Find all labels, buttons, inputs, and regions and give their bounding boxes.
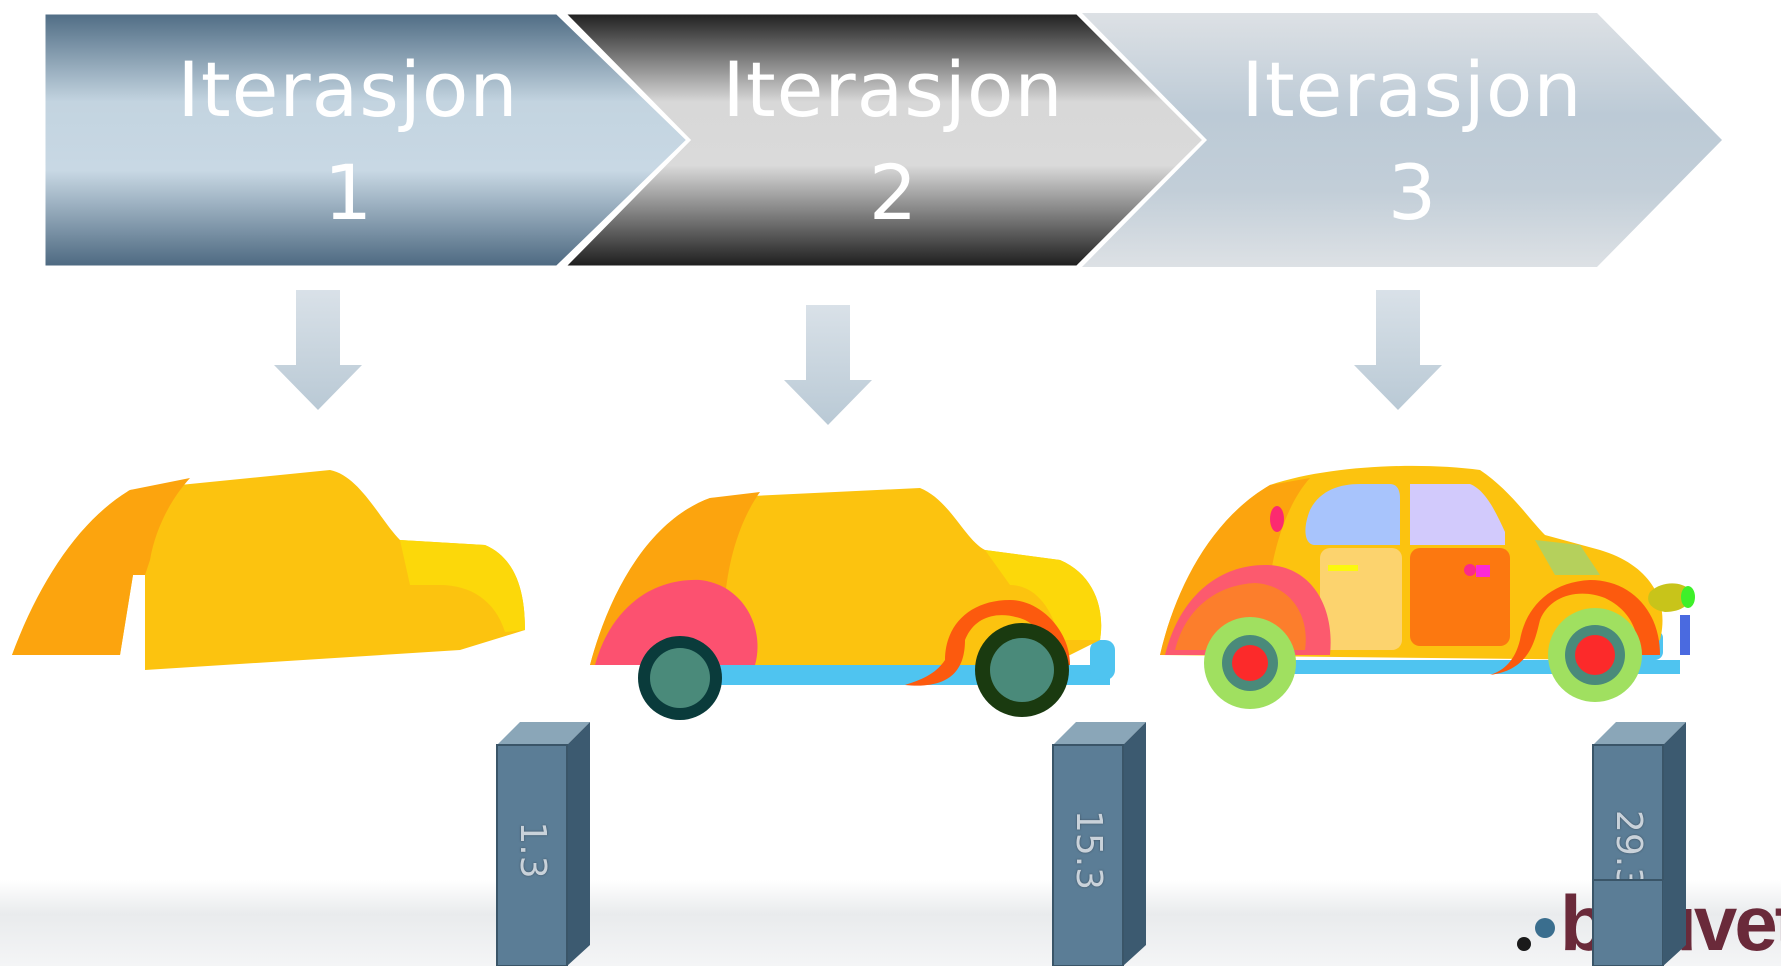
iteration-3-label: Iterasjon (1241, 45, 1583, 134)
down-arrow-icon (274, 290, 362, 410)
chevron-iteration-1 (42, 11, 691, 269)
pillar-3-value: 29.3 (1608, 809, 1649, 891)
car-iteration-2 (590, 488, 1115, 720)
logo-dot-icon (1535, 918, 1555, 938)
footer-band (0, 880, 1781, 966)
iteration-3-number: 3 (1387, 148, 1437, 237)
iteration-2-label: Iterasjon (722, 45, 1064, 134)
pillar-1-value: 1.3 (512, 821, 553, 879)
car-iteration-3 (1160, 465, 1695, 709)
pillar-1 (496, 722, 590, 966)
car-shell-iteration-1 (12, 470, 525, 670)
pillar-2-value: 15.3 (1068, 809, 1109, 891)
down-arrow-icon (784, 305, 872, 425)
iteration-1-number: 1 (323, 148, 373, 237)
pillar-2 (1052, 722, 1146, 966)
iteration-2-number: 2 (868, 148, 918, 237)
bouvet-logo: bouvet (1560, 880, 1781, 966)
down-arrow-icon (1354, 290, 1442, 410)
iteration-1-label: Iterasjon (177, 45, 519, 134)
logo-dot-icon (1517, 937, 1531, 951)
chevron-iteration-3 (1082, 13, 1722, 267)
